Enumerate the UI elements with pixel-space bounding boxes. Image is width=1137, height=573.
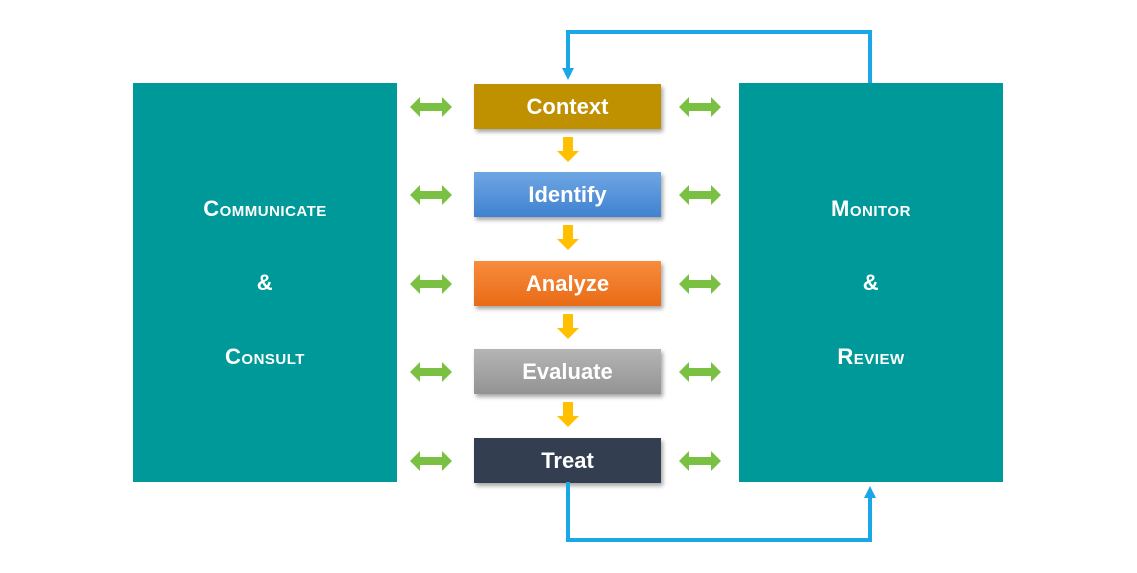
- down-arrow-identify-analyze: [557, 225, 579, 250]
- down-arrow-evaluate-treat: [557, 402, 579, 427]
- step-identify-label: Identify: [528, 181, 607, 207]
- step-evaluate-label: Evaluate: [522, 358, 613, 384]
- communicate-label: Communicate: [203, 195, 327, 221]
- monitor-label: Monitor: [831, 195, 911, 221]
- step-analyze-label: Analyze: [525, 270, 610, 296]
- review-label: Review: [837, 343, 905, 369]
- step-treat-label: Treat: [541, 447, 594, 473]
- down-arrow-analyze-evaluate: [557, 314, 579, 339]
- double-arrow-left-identify: [410, 185, 452, 205]
- step-treat: Treat: [474, 438, 661, 483]
- left-ampersand: &: [256, 269, 274, 295]
- step-analyze: Analyze: [474, 261, 661, 306]
- double-arrow-right-context: [679, 97, 721, 117]
- step-identify: Identify: [474, 172, 661, 217]
- double-arrow-right-evaluate: [679, 362, 721, 382]
- double-arrow-right-identify: [679, 185, 721, 205]
- double-arrow-right-analyze: [679, 274, 721, 294]
- down-arrow-context-identify: [557, 137, 579, 162]
- double-arrow-left-treat: [410, 451, 452, 471]
- consult-label: Consult: [225, 343, 305, 369]
- communicate-consult-box: Communicate & Consult: [133, 83, 397, 482]
- double-arrow-left-evaluate: [410, 362, 452, 382]
- right-ampersand: &: [862, 269, 880, 295]
- step-context-label: Context: [526, 93, 609, 119]
- step-context: Context: [474, 84, 661, 129]
- step-evaluate: Evaluate: [474, 349, 661, 394]
- double-arrow-right-treat: [679, 451, 721, 471]
- monitor-review-box: Monitor & Review: [739, 83, 1003, 482]
- double-arrow-left-analyze: [410, 274, 452, 294]
- loop-top-arrow: [562, 30, 872, 83]
- loop-bottom-arrow: [566, 482, 876, 542]
- double-arrow-left-context: [410, 97, 452, 117]
